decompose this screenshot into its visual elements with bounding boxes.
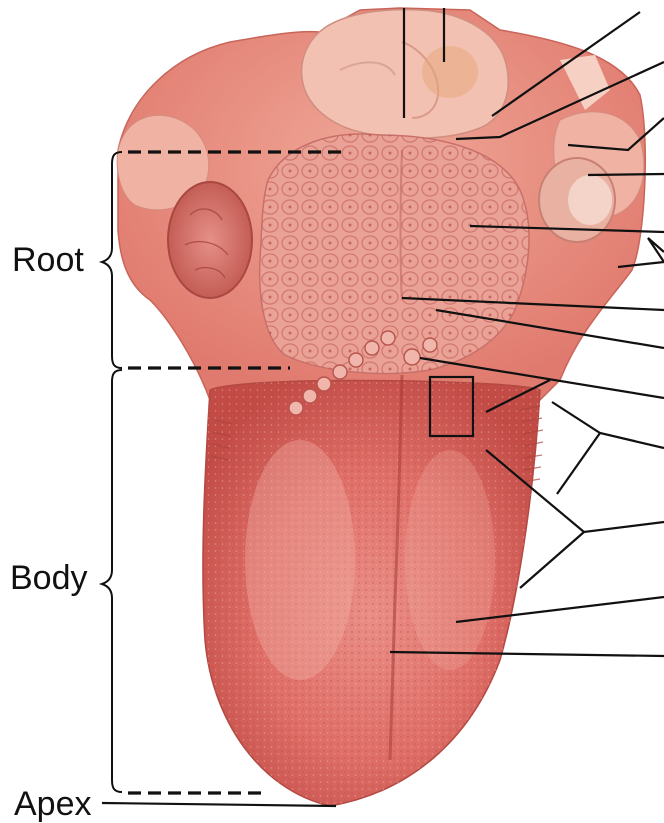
region-label-root: Root <box>12 243 84 277</box>
tongue-body <box>190 370 560 820</box>
leader-line-14b <box>520 532 584 588</box>
apex-leader-line <box>102 803 336 806</box>
leader-line-13b <box>557 433 600 494</box>
region-label-apex: Apex <box>14 787 92 821</box>
body-brace <box>102 370 122 792</box>
leader-line-6 <box>588 174 664 175</box>
region-label-body: Body <box>10 561 88 595</box>
region-braces <box>102 152 122 792</box>
leader-line-13 <box>552 402 664 448</box>
left-tonsil <box>168 182 252 298</box>
